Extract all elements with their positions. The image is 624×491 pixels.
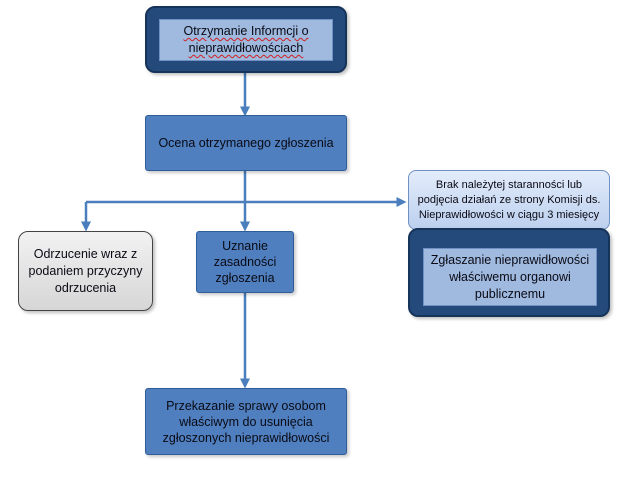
node-przekazanie: Przekazanie sprawy osobom właściwym do u… — [145, 388, 347, 455]
node-brak-starannosci: Brak należytej staranności lub podjęcia … — [408, 170, 610, 230]
node-odrzucenie: Odrzucenie wraz z podaniem przyczyny odr… — [18, 231, 153, 311]
node-ocena: Ocena otrzymanego zgłoszenia — [145, 115, 347, 171]
node-zglaszanie-label: Zgłaszanie nieprawidłowości właściwemu o… — [430, 252, 590, 301]
node-uznanie-label: Uznanie zasadności zgłoszenia — [213, 239, 277, 285]
node-przekazanie-label: Przekazanie sprawy osobom właściwym do u… — [162, 398, 330, 445]
node-odrzucenie-label: Odrzucenie wraz z podaniem przyczyny odr… — [28, 246, 143, 295]
node-otrzymanie-frame: Otrzymanie Informcji o nieprawidłowościa… — [145, 6, 347, 73]
node-otrzymanie-label: Otrzymanie Informcji o nieprawidłowościa… — [183, 24, 309, 55]
node-otrzymanie: Otrzymanie Informcji o nieprawidłowościa… — [159, 19, 333, 61]
node-zglaszanie: Zgłaszanie nieprawidłowości właściwemu o… — [423, 248, 597, 306]
node-ocena-label: Ocena otrzymanego zgłoszenia — [158, 136, 334, 150]
node-uznanie: Uznanie zasadności zgłoszenia — [196, 231, 294, 293]
node-brak-starannosci-label: Brak należytej staranności lub podjęcia … — [417, 178, 601, 221]
node-zglaszanie-frame: Zgłaszanie nieprawidłowości właściwemu o… — [408, 228, 610, 317]
